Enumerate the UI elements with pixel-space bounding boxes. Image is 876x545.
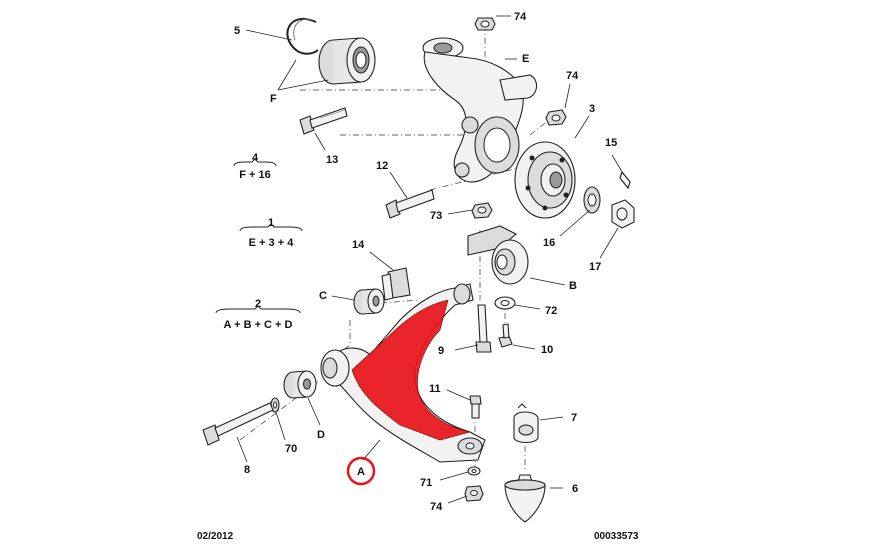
label-c: C xyxy=(319,290,327,302)
bolt-part-10 xyxy=(498,323,513,348)
label-74-right: 74 xyxy=(566,70,579,82)
circlip-part-5 xyxy=(286,17,319,55)
label-a: A xyxy=(357,466,365,478)
group-2-formula: A + B + C + D xyxy=(224,319,293,331)
label-e: E xyxy=(522,53,529,65)
label-12: 12 xyxy=(376,160,388,172)
group-1-number: 1 xyxy=(268,217,274,229)
wheel-hub-part-3 xyxy=(514,141,576,219)
nut-part-74-top xyxy=(474,17,496,31)
label-72: 72 xyxy=(545,305,557,317)
ball-joint-part-6 xyxy=(504,474,546,523)
group-note-4: 4 F + 16 xyxy=(233,152,277,181)
washer-part-72 xyxy=(494,296,516,310)
group-4-number: 4 xyxy=(252,152,259,164)
footer-reference-code: 00033573 xyxy=(594,531,639,542)
label-73: 73 xyxy=(430,210,442,222)
label-9: 9 xyxy=(438,345,444,357)
rear-bush-part-b xyxy=(467,225,529,285)
washer-part-71 xyxy=(467,466,481,476)
bolt-part-13 xyxy=(299,107,348,135)
label-3: 3 xyxy=(589,103,595,115)
nut-part-74-bottom xyxy=(464,485,484,502)
wheel-bearing-part-f xyxy=(318,37,376,85)
washer-part-16 xyxy=(583,186,601,214)
label-13: 13 xyxy=(326,154,338,166)
group-2-number: 2 xyxy=(255,298,261,310)
nut-part-73 xyxy=(471,202,493,219)
label-74-top: 74 xyxy=(514,11,527,23)
bush-part-d xyxy=(283,370,317,399)
label-5: 5 xyxy=(234,25,240,37)
label-6: 6 xyxy=(572,483,578,495)
label-f: F xyxy=(270,93,277,105)
label-74-bottom: 74 xyxy=(430,501,443,513)
leader-lines xyxy=(236,15,625,504)
group-note-1: 1 E + 3 + 4 xyxy=(239,217,303,249)
footer-date: 02/2012 xyxy=(197,531,234,542)
label-11: 11 xyxy=(429,383,441,395)
label-15: 15 xyxy=(605,137,617,149)
label-8: 8 xyxy=(244,464,250,476)
label-b: B xyxy=(569,280,577,292)
label-7: 7 xyxy=(571,412,577,424)
group-note-2: 2 A + B + C + D xyxy=(215,298,301,331)
hub-nut-part-17 xyxy=(611,199,635,229)
clamp-part-7 xyxy=(513,403,539,444)
label-10: 10 xyxy=(541,344,553,356)
group-1-formula: E + 3 + 4 xyxy=(249,237,295,249)
label-d: D xyxy=(317,429,325,441)
wishbone-highlight-area xyxy=(351,299,471,441)
label-17: 17 xyxy=(589,261,601,273)
label-71: 71 xyxy=(420,477,432,489)
label-14: 14 xyxy=(352,239,365,251)
bolt-part-12 xyxy=(385,189,435,219)
bolt-part-9 xyxy=(475,304,492,353)
part-labels: 5 74 E 74 3 F 13 15 12 73 16 17 14 C B 7… xyxy=(234,11,617,513)
bracket-part-14 xyxy=(381,267,411,301)
label-16: 16 xyxy=(543,237,555,249)
label-70: 70 xyxy=(285,443,297,455)
bolt-part-11 xyxy=(469,395,482,419)
nut-part-74-right xyxy=(545,109,567,126)
steering-knuckle-part-e xyxy=(422,37,538,183)
group-4-formula: F + 16 xyxy=(239,169,271,181)
bolt-part-8 xyxy=(202,402,274,446)
lower-wishbone-arm-part-a xyxy=(320,283,486,463)
front-bush-part-c xyxy=(353,288,385,315)
split-pin-part-15 xyxy=(619,170,631,190)
highlight-circle-a xyxy=(346,456,376,486)
